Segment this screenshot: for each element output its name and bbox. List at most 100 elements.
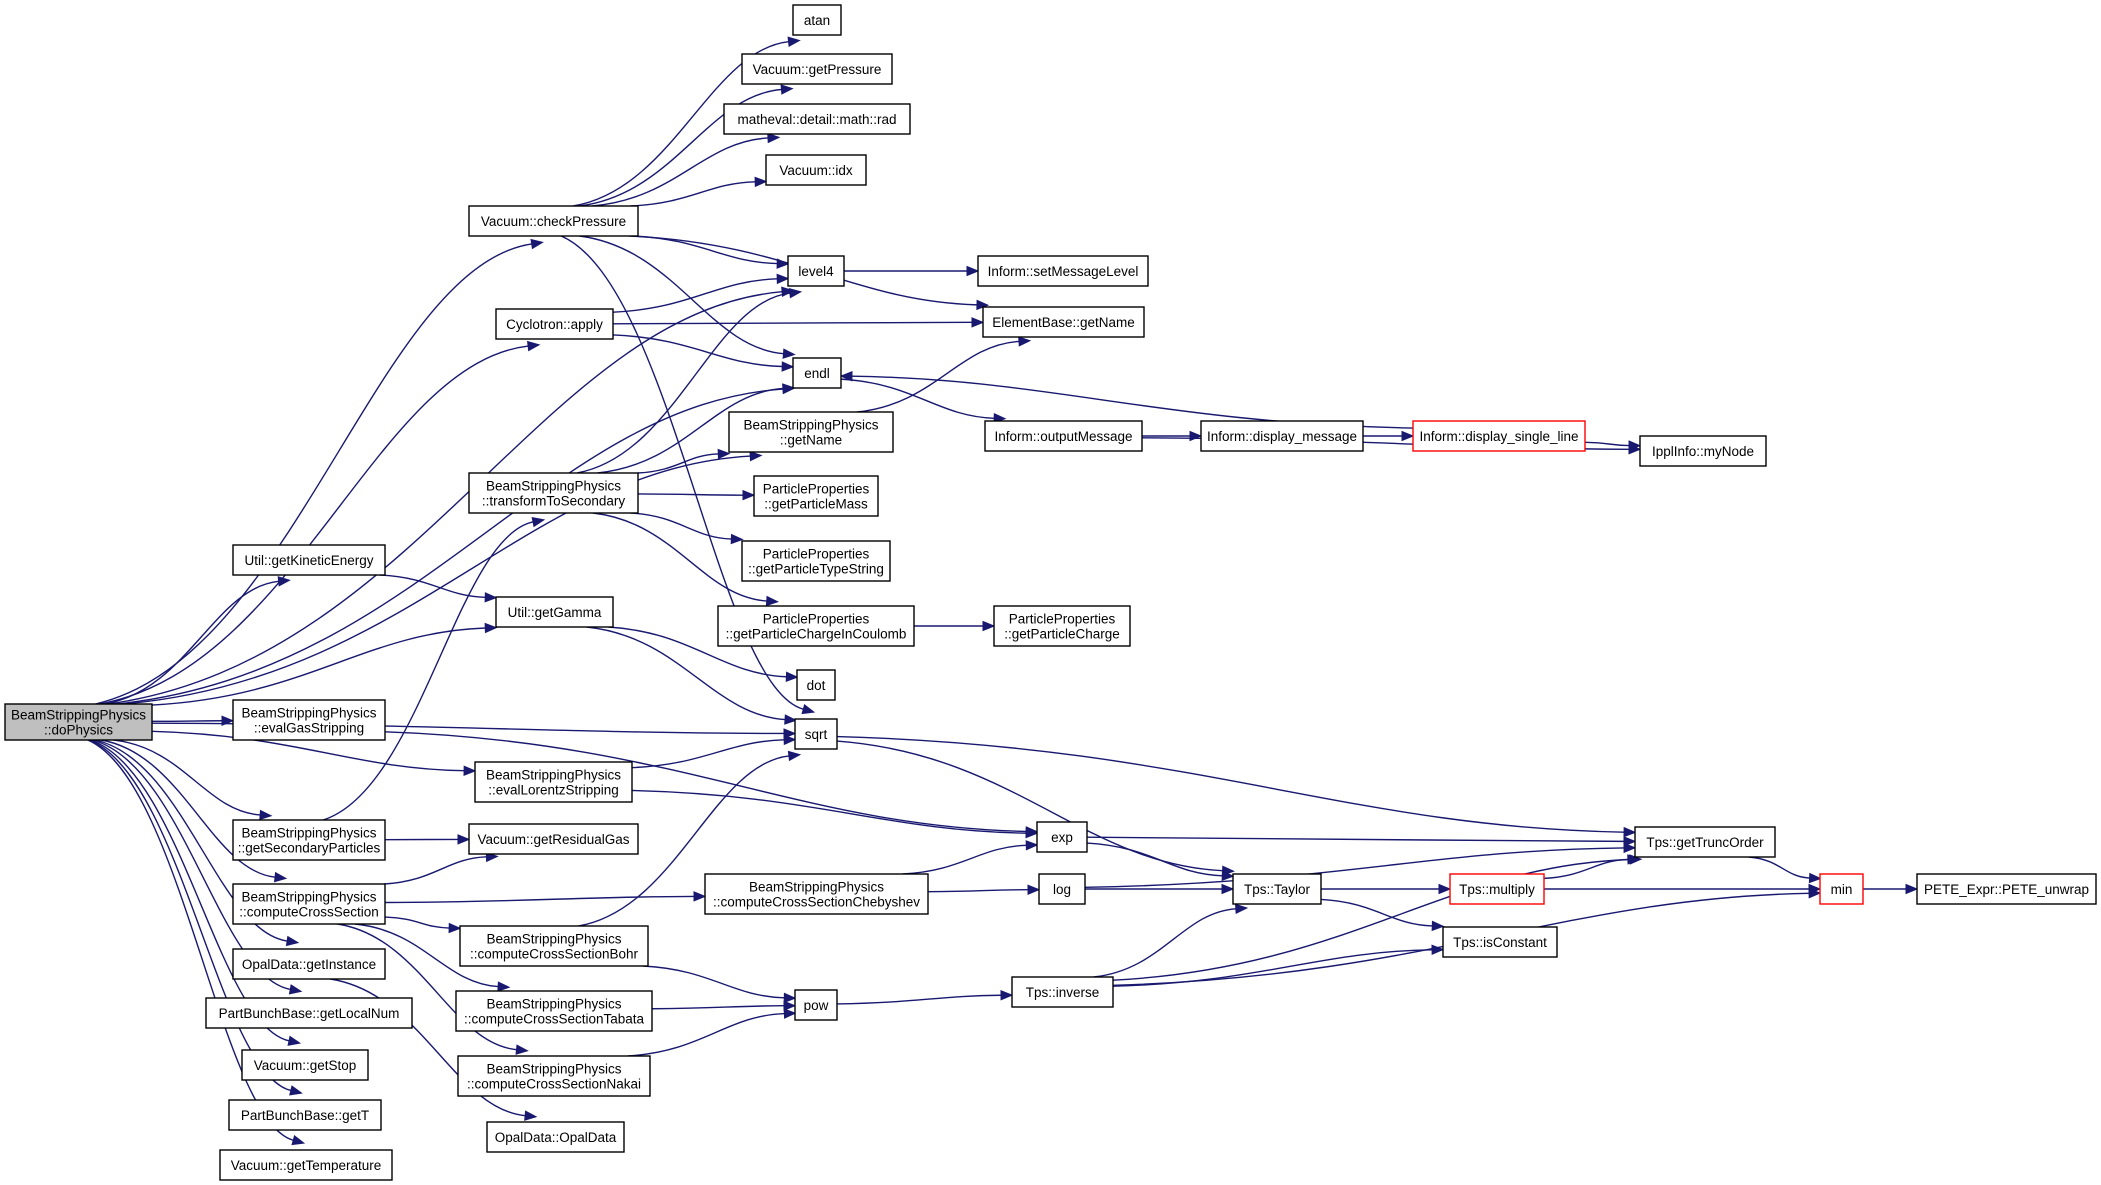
node-box <box>723 103 911 135</box>
node-csNakai[interactable]: BeamStrippingPhysics::computeCrossSectio… <box>457 1055 651 1097</box>
edge-transform-to-ppMass <box>637 489 756 501</box>
node-ebGetName[interactable]: ElementBase::getName <box>982 306 1145 338</box>
node-label: Inform::display_single_line <box>1419 429 1578 444</box>
node-getStop[interactable]: Vacuum::getStop <box>241 1049 369 1081</box>
node-box <box>1634 826 1776 858</box>
node-pow[interactable]: pow <box>794 989 838 1021</box>
edge-line <box>851 375 1414 429</box>
node-ppMass[interactable]: ParticleProperties::getParticleMass <box>753 475 879 517</box>
edge-arrowhead <box>1628 440 1642 451</box>
node-peteUnwrap[interactable]: PETE_Expr::PETE_unwrap <box>1916 873 2097 905</box>
node-ppCharge[interactable]: ParticleProperties::getParticleCharge <box>993 605 1131 647</box>
edge-arrowhead <box>782 348 796 359</box>
edge-arrowhead <box>767 132 781 144</box>
node-transform[interactable]: BeamStrippingPhysics::transformToSeconda… <box>468 472 639 514</box>
edge-line <box>579 88 782 207</box>
edge-computeCS-to-csTabata <box>354 923 511 992</box>
node-dot[interactable]: dot <box>796 669 836 701</box>
edge-arrowhead <box>971 317 985 328</box>
node-csBohr[interactable]: BeamStrippingPhysics::computeCrossSectio… <box>459 925 649 967</box>
edge-root-to-getSecondary <box>113 739 273 821</box>
node-box <box>741 53 893 85</box>
node-box <box>794 718 838 750</box>
node-displayMsg[interactable]: Inform::display_message <box>1200 420 1364 452</box>
node-checkPressure[interactable]: Vacuum::checkPressure <box>468 205 639 237</box>
edge-line <box>151 730 465 772</box>
node-label: ::computeCrossSectionTabata <box>464 1012 645 1027</box>
node-tpsIsConst[interactable]: Tps::isConstant <box>1442 926 1558 958</box>
node-displaySingle[interactable]: Inform::display_single_line <box>1412 420 1586 452</box>
edge-line <box>384 895 695 904</box>
node-box <box>741 540 891 582</box>
node-atan[interactable]: atan <box>792 4 842 36</box>
node-evalLorentz[interactable]: BeamStrippingPhysics::evalLorentzStrippi… <box>474 761 633 803</box>
edge-root-to-checkPressure <box>95 238 544 705</box>
edge-displaySingle-to-myNode <box>1584 440 1642 451</box>
node-label: Inform::outputMessage <box>994 429 1132 444</box>
node-tpsTrunc[interactable]: Tps::getTruncOrder <box>1634 826 1776 858</box>
edge-root-to-getGamma <box>151 622 498 706</box>
node-getT[interactable]: PartBunchBase::getT <box>228 1099 382 1131</box>
node-getTemp[interactable]: Vacuum::getTemperature <box>219 1149 393 1181</box>
edge-line <box>379 574 486 599</box>
node-residualGas[interactable]: Vacuum::getResidualGas <box>468 823 639 855</box>
edge-line <box>577 292 790 474</box>
node-bspGetName[interactable]: BeamStrippingPhysics::getName <box>728 411 894 453</box>
edge-arrowhead <box>754 176 768 188</box>
edge-tpsTrunc-to-min <box>1748 856 1822 884</box>
node-label: ::computeCrossSection <box>239 905 379 920</box>
node-sqrt[interactable]: sqrt <box>794 718 838 750</box>
node-box <box>1200 420 1364 452</box>
node-label: Inform::setMessageLevel <box>988 264 1139 279</box>
edge-line <box>642 965 785 999</box>
node-opalData[interactable]: OpalData::OpalData <box>486 1121 625 1153</box>
node-label: BeamStrippingPhysics <box>486 479 621 494</box>
node-evalGas[interactable]: BeamStrippingPhysics::evalGasStripping <box>232 699 386 741</box>
node-cycApply[interactable]: Cyclotron::apply <box>495 308 614 340</box>
node-ppTypeString[interactable]: ParticleProperties::getParticleTypeStrin… <box>741 540 891 582</box>
node-label: ::evalLorentzStripping <box>488 783 619 798</box>
node-computeCS[interactable]: BeamStrippingPhysics::computeCrossSectio… <box>232 883 386 925</box>
node-min[interactable]: min <box>1819 873 1864 905</box>
edge-line <box>101 739 276 878</box>
node-box <box>1232 873 1322 905</box>
node-label: Cyclotron::apply <box>506 317 603 332</box>
node-tpsTaylor[interactable]: Tps::Taylor <box>1232 873 1322 905</box>
edge-root-to-getInstance <box>95 739 300 947</box>
node-ppChargeC[interactable]: ParticleProperties::getParticleChargeInC… <box>717 605 915 647</box>
node-outputMsg[interactable]: Inform::outputMessage <box>984 420 1143 452</box>
edge-arrowhead <box>787 36 801 47</box>
node-box <box>1916 873 2097 905</box>
node-getSecondary[interactable]: BeamStrippingPhysics::getSecondaryPartic… <box>232 819 386 861</box>
edge-getGamma-to-sqrt <box>586 626 798 725</box>
node-myNode[interactable]: IpplInfo::myNode <box>1639 435 1767 467</box>
edge-arrowhead <box>1808 872 1822 884</box>
node-setMsgLevel[interactable]: Inform::setMessageLevel <box>977 255 1149 287</box>
node-getGamma[interactable]: Util::getGamma <box>495 596 614 628</box>
node-box <box>794 989 838 1021</box>
node-label: BeamStrippingPhysics <box>241 706 376 721</box>
edge-line <box>1543 858 1628 880</box>
edge-bspGetName-to-ebGetName <box>856 336 1032 413</box>
node-label: ::getSecondaryParticles <box>238 841 381 856</box>
node-getPressure[interactable]: Vacuum::getPressure <box>741 53 893 85</box>
node-csCheb[interactable]: BeamStrippingPhysics::computeCrossSectio… <box>704 873 929 915</box>
node-getLocalNum[interactable]: PartBunchBase::getLocalNum <box>205 997 413 1029</box>
edge-arrowhead <box>730 533 744 545</box>
node-rad[interactable]: matheval::detail::math::rad <box>723 103 911 135</box>
node-root[interactable]: BeamStrippingPhysics::doPhysics <box>4 703 153 741</box>
node-level4[interactable]: level4 <box>787 255 845 287</box>
node-tpsInverse[interactable]: Tps::inverse <box>1011 976 1114 1008</box>
node-endl[interactable]: endl <box>792 357 842 389</box>
edge-arrowhead <box>273 871 288 883</box>
node-log[interactable]: log <box>1038 873 1086 905</box>
node-csTabata[interactable]: BeamStrippingPhysics::computeCrossSectio… <box>455 990 653 1032</box>
edge-line <box>612 278 778 313</box>
node-getInstance[interactable]: OpalData::getInstance <box>232 948 386 980</box>
node-idx[interactable]: Vacuum::idx <box>765 154 867 186</box>
edge-arrowhead <box>783 734 797 746</box>
node-box <box>232 819 386 861</box>
node-exp[interactable]: exp <box>1036 821 1088 853</box>
node-getKinetic[interactable]: Util::getKineticEnergy <box>232 544 386 576</box>
node-tpsMultiply[interactable]: Tps::multiply <box>1449 873 1545 905</box>
